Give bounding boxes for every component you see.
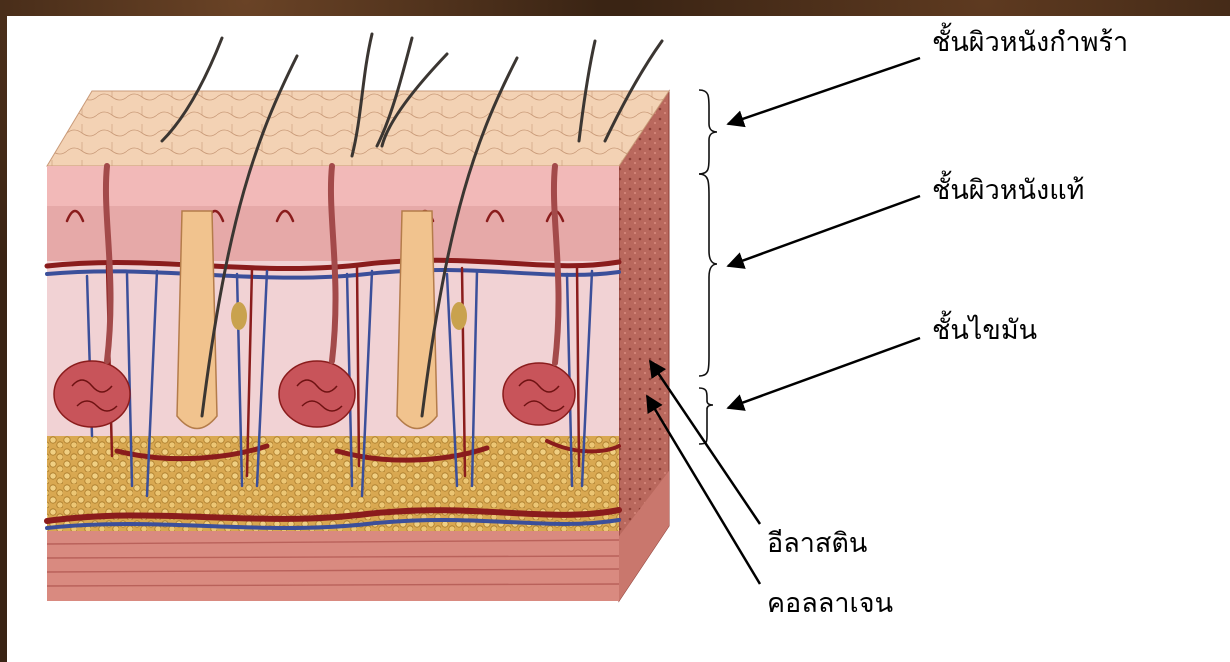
label-subcutaneous: ชั้นไขมัน: [932, 316, 1037, 346]
skin-cross-section-diagram: [7, 16, 1230, 662]
label-dermis: ชั้นผิวหนังแท้: [932, 176, 1084, 206]
pointer-arrows: [647, 58, 920, 584]
label-epidermis: ชั้นผิวหนังกำพร้า: [932, 28, 1128, 58]
label-collagen: คอลลาเจน: [767, 589, 893, 619]
layer-braces: [699, 90, 717, 444]
label-elastin: อีลาสติน: [767, 529, 867, 559]
diagram-panel: ชั้นผิวหนังกำพร้า ชั้นผิวหนังแท้ ชั้นไขม…: [7, 16, 1230, 662]
